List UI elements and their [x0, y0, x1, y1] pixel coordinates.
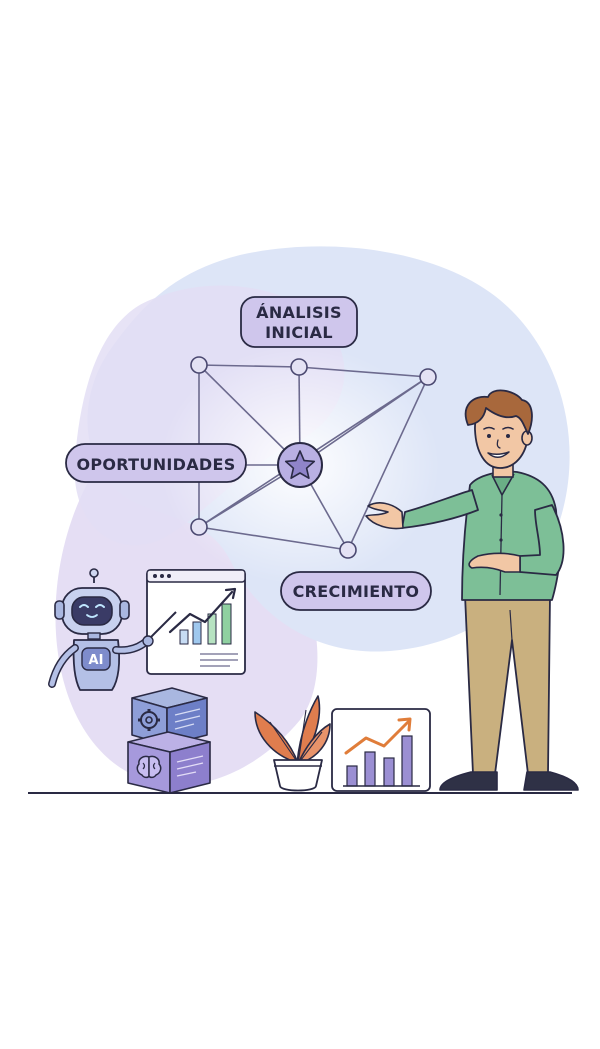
brain-icon: [136, 755, 162, 779]
label-analisis-inicial: ÁNALISIS INICIAL: [240, 296, 358, 348]
oportunidades-text: OPORTUNIDADES: [76, 455, 235, 474]
node-bottom-left: [190, 518, 208, 536]
analisis-line2: INICIAL: [265, 323, 333, 342]
ai-badge-text: AI: [89, 653, 104, 668]
node-bottom-right: [339, 541, 357, 559]
label-crecimiento: CRECIMIENTO: [280, 571, 432, 611]
node-top-left: [190, 356, 208, 374]
crecimiento-text: CRECIMIENTO: [293, 582, 420, 601]
node-top-right: [419, 368, 437, 386]
presenter-person: [365, 389, 579, 791]
analisis-line1: ÁNALISIS: [256, 303, 342, 322]
gear-cube: [131, 687, 208, 746]
node-top-mid: [290, 358, 308, 376]
floor-chart-board: [331, 708, 431, 792]
label-oportunidades: OPORTUNIDADES: [65, 443, 247, 483]
potted-plant: [254, 695, 331, 792]
center-node: [277, 442, 323, 488]
network-nodes: [190, 356, 437, 559]
robot: AI: [48, 568, 177, 691]
robot-chart-board: [146, 569, 246, 675]
star-icon: [284, 450, 316, 479]
gear-icon: [138, 709, 160, 731]
brain-cube: [127, 731, 211, 794]
